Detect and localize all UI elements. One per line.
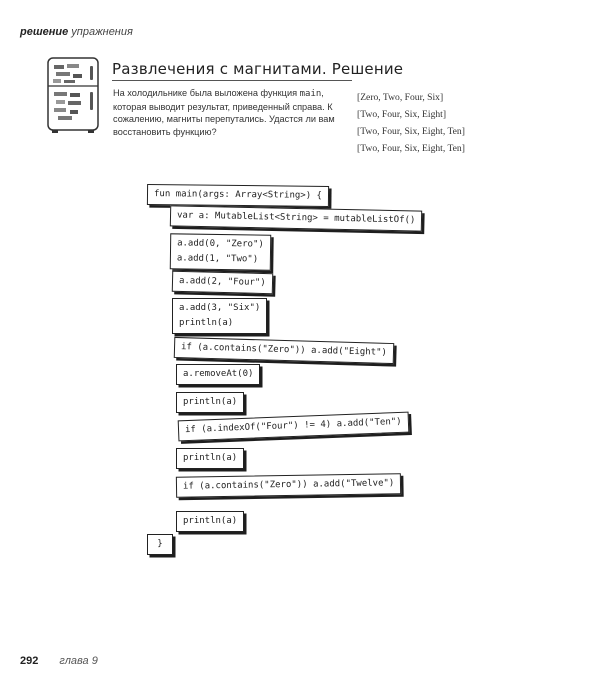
page-footer: 292 глава 9 — [20, 655, 98, 667]
header-bold: решение — [20, 26, 69, 38]
intro-paragraph: На холодильнике была выложена функция ma… — [113, 87, 335, 138]
chapter-label: глава 9 — [59, 655, 98, 667]
magnet-if-twelve[interactable]: if (a.contains("Zero")) a.add("Twelve") — [175, 473, 402, 498]
page-number: 292 — [20, 655, 39, 667]
output-line: [Two, Four, Six, Eight, Ten] — [357, 126, 465, 137]
magnet-println[interactable]: println(a) — [176, 511, 245, 532]
magnet-add-four[interactable]: a.add(2, "Four") — [171, 270, 273, 295]
intro-text-start: На холодильнике была выложена функция — [113, 88, 300, 98]
magnet-if-eight[interactable]: if (a.contains("Zero")) a.add("Eight") — [173, 336, 395, 365]
section-header: решение упражнения — [20, 26, 133, 38]
page-title: Развлечения с магнитами. Решение — [112, 60, 404, 78]
magnet-if-ten[interactable]: if (a.indexOf("Four") != 4) a.add("Ten") — [177, 411, 410, 442]
code-line: a.add(1, "Two") — [176, 253, 259, 265]
magnet-fun-main[interactable]: fun main(args: Array<String>) { — [146, 184, 330, 207]
fridge-icon — [47, 57, 99, 133]
output-line: [Zero, Two, Four, Six] — [357, 92, 444, 103]
magnet-add-zero-two[interactable]: a.add(0, "Zero") a.add(1, "Two") — [169, 233, 271, 271]
output-line: [Two, Four, Six, Eight, Ten] — [357, 143, 465, 154]
magnet-var-a[interactable]: var a: MutableList<String> = mutableList… — [169, 205, 423, 232]
header-rest: упражнения — [71, 26, 133, 38]
magnet-remove-at[interactable]: a.removeAt(0) — [176, 364, 261, 385]
code-line: a.add(0, "Zero") — [177, 238, 264, 250]
magnet-println[interactable]: println(a) — [176, 448, 245, 469]
intro-code: main — [299, 89, 322, 99]
code-line: println(a) — [179, 318, 234, 328]
title-underline — [112, 80, 352, 81]
magnet-close-brace[interactable]: } — [147, 534, 173, 555]
intro-text-end: , которая выводит результат, приведенный… — [113, 88, 335, 137]
code-line: a.add(3, "Six") — [179, 303, 261, 313]
expected-output: [Zero, Two, Four, Six] [Two, Four, Six, … — [357, 89, 465, 157]
magnet-println[interactable]: println(a) — [176, 392, 245, 413]
magnet-add-six-println[interactable]: a.add(3, "Six") println(a) — [172, 298, 268, 334]
output-line: [Two, Four, Six, Eight] — [357, 109, 447, 120]
